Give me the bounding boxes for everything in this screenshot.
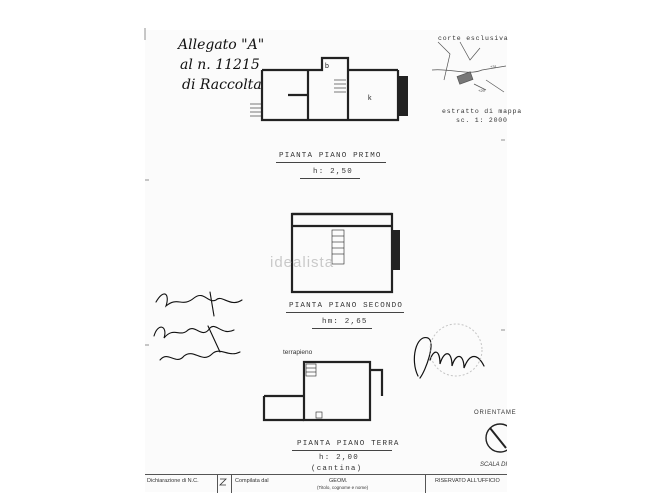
north-arrow-icon — [485, 423, 507, 453]
map-caption-1: estratto di mappa — [442, 108, 522, 115]
plan-second-title: PIANTA PIANO SECONDO — [289, 302, 404, 310]
plan-ground-note: (cantina) — [311, 465, 363, 473]
terrapieno-label: terrapieno — [283, 349, 313, 356]
floor-plan-ground — [262, 360, 384, 422]
document-sheet — [145, 30, 507, 492]
geom-label: GEOM. — [329, 478, 348, 484]
cadastral-map-extract: +31 +29 — [431, 41, 507, 93]
plan-ground-height: h: 2,00 — [319, 454, 359, 462]
room-label-b: b — [325, 63, 329, 70]
annotation-line-3: di Raccolta — [182, 77, 262, 93]
signatures — [153, 291, 243, 361]
plan-second-height: hm: 2,65 — [322, 318, 368, 326]
floor-plan-second — [290, 212, 400, 294]
orientation-label: ORIENTAME — [474, 410, 517, 416]
annotation-line-2: al n. 11215 — [180, 57, 260, 73]
scale-label: SCALA DI — [480, 462, 508, 468]
room-label-k: k — [368, 95, 372, 102]
plan-first-title: PIANTA PIANO PRIMO — [279, 152, 382, 160]
z-mark-icon — [219, 478, 227, 486]
title-block: Dichiarazione di N.C. Compilata dal GEOM… — [145, 474, 507, 493]
reserved-label: RISERVATO ALL'UFFICIO — [435, 478, 500, 484]
compiled-label: Compilata dal — [235, 478, 269, 484]
floor-plan-first: b k — [250, 56, 408, 122]
svg-text:+31: +31 — [490, 64, 498, 69]
name-hint-label: (Titolo, cognome e nome) — [317, 485, 369, 490]
signature-right — [413, 323, 485, 379]
plan-first-height: h: 2,50 — [313, 168, 353, 176]
map-inset-title: corte esclusiva — [438, 35, 509, 42]
svg-text:+29: +29 — [478, 88, 486, 93]
map-caption-2: sc. 1: 2000 — [456, 117, 508, 124]
declaration-label: Dichiarazione di N.C. — [147, 478, 199, 484]
watermark: idealista — [270, 254, 335, 271]
plan-ground-title: PIANTA PIANO TERRA — [297, 440, 400, 448]
annotation-line-1: Allegato "A" — [178, 37, 265, 53]
